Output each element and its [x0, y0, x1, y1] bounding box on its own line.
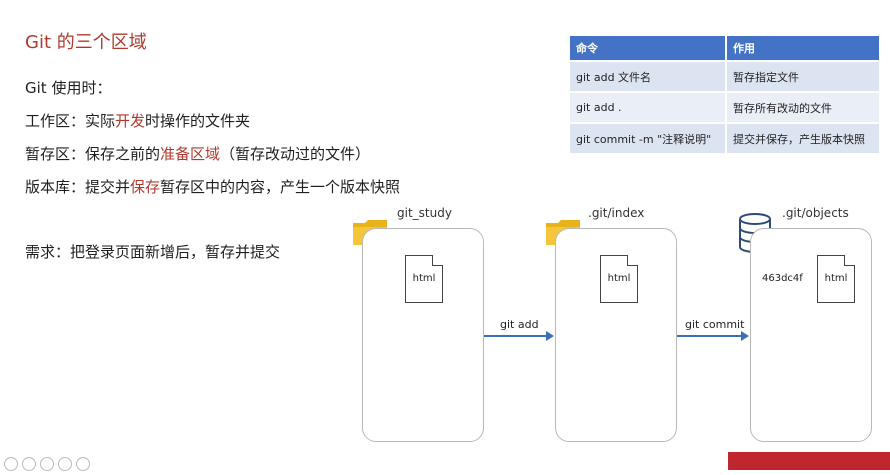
- toolbar-button[interactable]: [4, 457, 18, 471]
- table-row: git add . 暂存所有改动的文件: [570, 91, 879, 123]
- command-table: 命令 作用 git add 文件名 暂存指定文件 git add . 暂存所有改…: [570, 36, 879, 153]
- area-label-objects: .git/objects: [782, 206, 849, 220]
- page-title: Git 的三个区域: [25, 32, 147, 53]
- area-label-index: .git/index: [588, 206, 645, 220]
- toolbar-button[interactable]: [40, 457, 54, 471]
- toolbar-button[interactable]: [22, 457, 36, 471]
- file-label: html: [824, 273, 848, 284]
- repo-prefix: 版本库：提交并: [25, 178, 131, 196]
- index-area: html: [555, 228, 677, 442]
- repo-highlight: 保存: [130, 178, 161, 196]
- workspace-suffix: 时操作的文件夹: [145, 112, 251, 130]
- file-icon: html: [600, 255, 638, 303]
- table-cell-command: git commit -m "注释说明": [570, 122, 726, 153]
- workspace-prefix: 工作区：实际: [25, 112, 116, 130]
- workspace-area: html: [362, 228, 484, 442]
- intro-text: Git 使用时：: [25, 79, 112, 97]
- toolbar-button[interactable]: [76, 457, 90, 471]
- toolbar-button[interactable]: [58, 457, 72, 471]
- arrow-label-git-add: git add: [500, 318, 539, 331]
- file-label: html: [607, 273, 631, 284]
- table-cell-purpose: 暂存所有改动的文件: [725, 91, 879, 123]
- commit-hash: 463dc4f: [762, 273, 803, 284]
- table-header-purpose: 作用: [725, 36, 879, 61]
- workspace-highlight: 开发: [115, 112, 146, 130]
- table-cell-purpose: 提交并保存，产生版本快照: [725, 122, 879, 153]
- slide-toolbar[interactable]: [0, 456, 120, 471]
- table-cell-command: git add .: [570, 91, 726, 123]
- area-label-workspace: git_study: [397, 206, 452, 220]
- workspace-line: 工作区：实际开发时操作的文件夹: [25, 110, 250, 131]
- table-row: git commit -m "注释说明" 提交并保存，产生版本快照: [570, 122, 879, 153]
- watermark-banner: [728, 452, 890, 470]
- table-cell-purpose: 暂存指定文件: [725, 60, 879, 92]
- file-icon: html: [405, 255, 443, 303]
- table-row: git add 文件名 暂存指定文件: [570, 60, 879, 92]
- table-header-row: 命令 作用: [570, 36, 879, 61]
- objects-area: 463dc4f html: [750, 228, 872, 442]
- arrow-label-git-commit: git commit: [685, 318, 745, 331]
- table-header-command: 命令: [570, 36, 726, 61]
- file-icon: html: [817, 255, 855, 303]
- table-cell-command: git add 文件名: [570, 60, 726, 92]
- file-label: html: [412, 273, 436, 284]
- staging-prefix: 暂存区：保存之前的: [25, 145, 161, 163]
- git-add-arrow: [484, 331, 554, 341]
- requirement-text: 需求：把登录页面新增后，暂存并提交: [25, 243, 281, 261]
- staging-line: 暂存区：保存之前的准备区域（暂存改动过的文件）: [25, 143, 370, 164]
- repo-suffix: 暂存区中的内容，产生一个版本快照: [160, 178, 401, 196]
- staging-highlight: 准备区域: [160, 145, 221, 163]
- repo-line: 版本库：提交并保存暂存区中的内容，产生一个版本快照: [25, 176, 400, 197]
- git-commit-arrow: [677, 331, 749, 341]
- staging-suffix: （暂存改动过的文件）: [220, 145, 371, 163]
